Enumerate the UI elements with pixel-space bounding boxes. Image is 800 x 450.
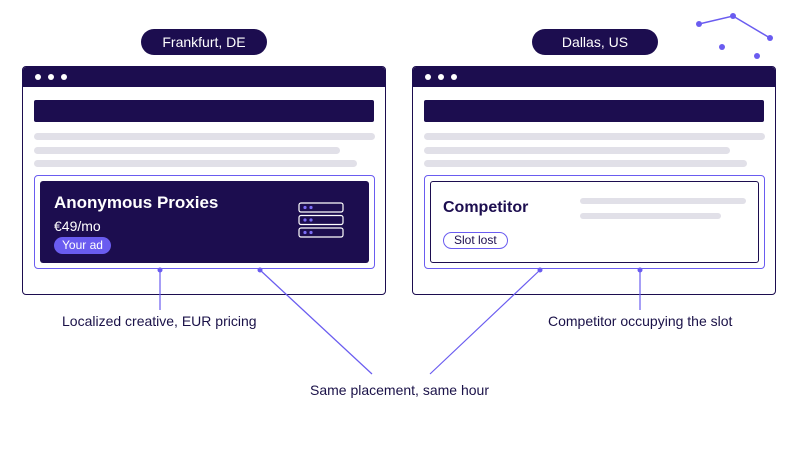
location-pill-frankfurt: Frankfurt, DE [141, 29, 267, 55]
annotation-same-placement: Same placement, same hour [310, 382, 489, 398]
server-icon [298, 202, 344, 238]
annotation-localized-creative: Localized creative, EUR pricing [62, 313, 257, 329]
ad-title: Anonymous Proxies [54, 193, 219, 212]
browser-window-dallas: Competitor Slot lost [412, 66, 776, 295]
location-label-dallas: Dallas, US [561, 34, 629, 50]
browser-titlebar [413, 67, 775, 87]
window-dot [425, 74, 431, 80]
window-dot [35, 74, 41, 80]
placeholder-line [424, 160, 747, 167]
page-header-bar [34, 100, 374, 122]
ad-price: €49/mo [54, 218, 101, 234]
page-header-bar [424, 100, 764, 122]
window-dot [61, 74, 67, 80]
placeholder-line [34, 147, 340, 154]
your-ad-badge: Your ad [54, 237, 111, 254]
competitor-ad[interactable]: Competitor Slot lost [430, 181, 759, 263]
competitor-title: Competitor [443, 199, 529, 216]
placeholder-line [424, 133, 765, 140]
placeholder-line [580, 198, 746, 204]
ad-creative[interactable]: Anonymous Proxies €49/mo Your ad [40, 181, 369, 263]
annotation-competitor-slot: Competitor occupying the slot [548, 313, 733, 329]
browser-window-frankfurt: Anonymous Proxies €49/mo Your ad [22, 66, 386, 295]
ad-slot-dallas: Competitor Slot lost [424, 175, 765, 269]
window-dot [451, 74, 457, 80]
placeholder-line [424, 147, 730, 154]
placeholder-line [34, 133, 375, 140]
location-pill-dallas: Dallas, US [532, 29, 658, 55]
placeholder-line [34, 160, 357, 167]
location-label-frankfurt: Frankfurt, DE [162, 34, 246, 50]
placeholder-line [580, 213, 721, 219]
slot-lost-badge: Slot lost [443, 232, 508, 249]
window-dot [438, 74, 444, 80]
browser-titlebar [23, 67, 385, 87]
window-dot [48, 74, 54, 80]
ad-slot-frankfurt: Anonymous Proxies €49/mo Your ad [34, 175, 375, 269]
